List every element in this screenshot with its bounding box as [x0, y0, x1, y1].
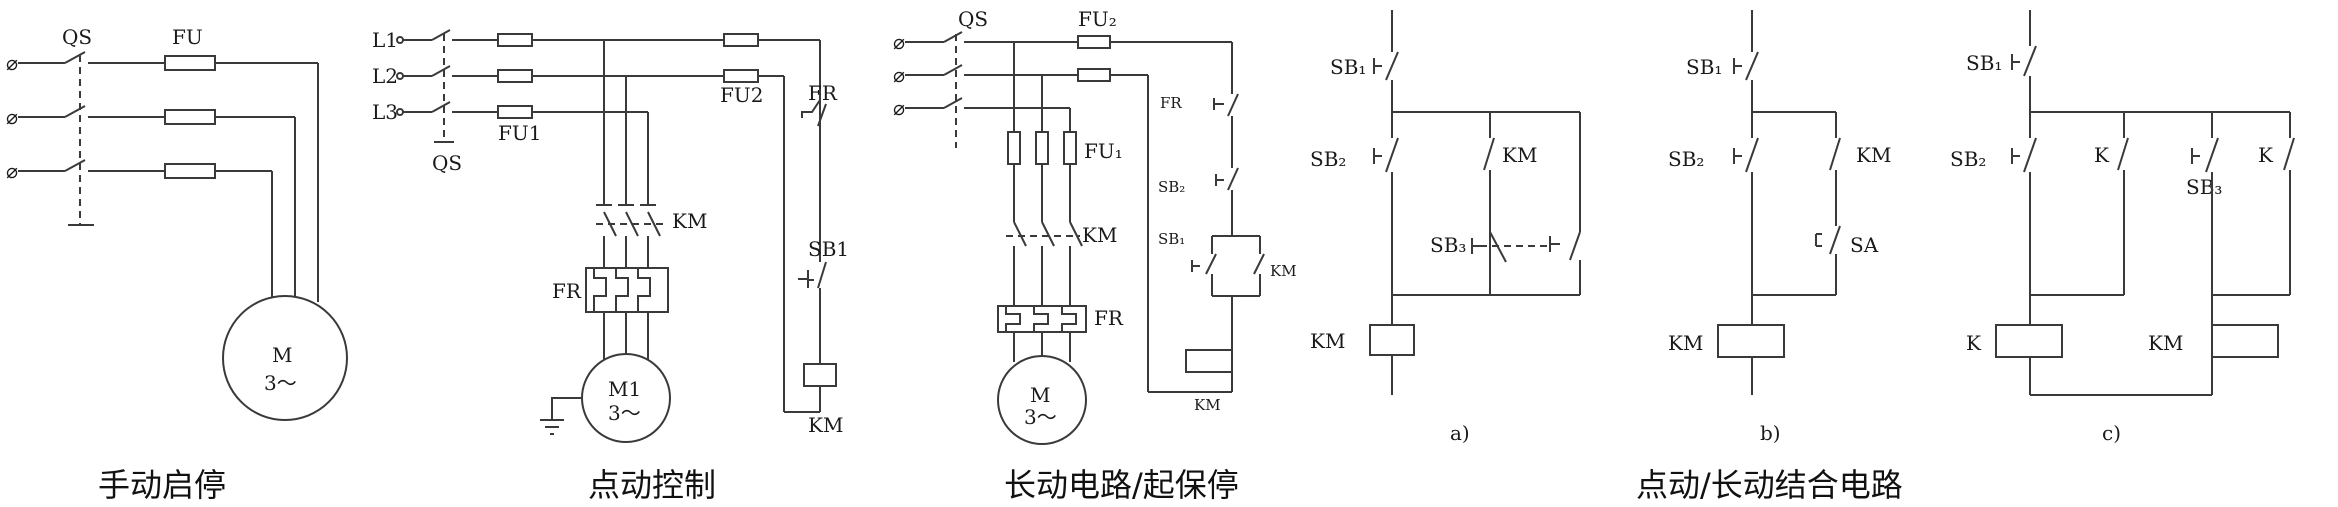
qs-label: QS	[958, 7, 988, 31]
km-coil-label: KM	[1310, 329, 1345, 353]
fu-label: FU	[172, 25, 203, 49]
sb1-label: SB₁	[1158, 230, 1185, 248]
km-main-label: KM	[1082, 223, 1117, 247]
caption-combined: 点动/长动结合电路	[1636, 466, 1903, 504]
fr-main-label: FR	[1094, 306, 1124, 330]
km-aux-label: KM	[1502, 143, 1537, 167]
km-coil-label: KM	[1668, 331, 1703, 355]
subfigure-b-label: b)	[1760, 421, 1781, 445]
fu2-label: FU₂	[1078, 7, 1117, 31]
l3-label: L3	[372, 100, 398, 124]
fr-ctrl-label: FR	[808, 81, 838, 105]
svg-text:⌀: ⌀	[893, 96, 905, 120]
km-main-label: KM	[672, 209, 707, 233]
motor-m-label: M	[272, 343, 292, 367]
sb1-label: SB₁	[1330, 55, 1366, 79]
km-aux-label: KM	[1270, 262, 1297, 280]
combined-circuit-b: SB₁ SB₂ KM SA KM b)	[1668, 10, 1891, 445]
fu1-label: FU₁	[1084, 139, 1123, 163]
l2-label: L2	[372, 64, 398, 88]
subfigure-c-label: c)	[2102, 421, 2121, 445]
motor-phase-label: 3～	[264, 371, 297, 395]
km-coil-label: KM	[2148, 331, 2183, 355]
fu1-label: FU1	[498, 121, 541, 145]
motor-phase-label: 3～	[608, 401, 641, 425]
sb3-label: SB₃	[1430, 233, 1466, 257]
continuous-run-circuit: ⌀ ⌀ ⌀ QS FU₂ FU₁ KM	[893, 7, 1297, 445]
svg-text:⌀: ⌀	[893, 63, 905, 87]
sb3-label: SB₃	[2186, 175, 2222, 199]
sb2-label: SB₂	[1310, 147, 1346, 171]
manual-start-stop-circuit: ⌀ ⌀ ⌀ QS FU M 3～	[6, 25, 348, 421]
sb2-label: SB₂	[1158, 178, 1185, 196]
motor-phase-label: 3～	[1024, 405, 1057, 429]
km-aux-label: KM	[1856, 143, 1891, 167]
sb1-label: SB₁	[1966, 51, 2002, 75]
combined-circuit-a: SB₁ SB₂ KM SB₃ KM a)	[1310, 10, 1581, 445]
combined-circuit-c: SB₁ SB₂ K SB₃ K K KM c)	[1950, 10, 2295, 445]
qs-label: QS	[432, 151, 462, 175]
jog-control-circuit: L1 L2 L3 QS FU1 FU2	[372, 28, 849, 443]
caption-manual: 手动启停	[98, 466, 226, 504]
svg-text:⌀: ⌀	[6, 105, 18, 129]
fu2-label: FU2	[720, 83, 763, 107]
caption-jog: 点动控制	[588, 466, 716, 504]
sa-label: SA	[1850, 233, 1879, 257]
sb1-label: SB₁	[1686, 55, 1722, 79]
subfigure-a-label: a)	[1450, 421, 1470, 445]
km-coil-label: KM	[808, 413, 843, 437]
svg-text:⌀: ⌀	[6, 159, 18, 183]
svg-text:⌀: ⌀	[893, 30, 905, 54]
motor-m-label: M	[1030, 383, 1050, 407]
qs-label: QS	[62, 25, 92, 49]
km-coil-label: KM	[1194, 396, 1221, 414]
motor-m1-label: M1	[608, 377, 641, 401]
svg-text:⌀: ⌀	[6, 51, 18, 75]
l1-label: L1	[372, 28, 398, 52]
motor-symbol	[222, 295, 348, 421]
k-contact-label-1: K	[2094, 143, 2110, 167]
sb1-label: SB1	[808, 237, 849, 261]
sb2-label: SB₂	[1668, 147, 1704, 171]
k-coil-label: K	[1966, 331, 1982, 355]
caption-continuous: 长动电路/起保停	[1004, 466, 1239, 504]
k-contact-label-2: K	[2258, 143, 2274, 167]
fr-main-label: FR	[552, 279, 582, 303]
fr-ctrl-label: FR	[1160, 94, 1182, 112]
sb2-label: SB₂	[1950, 147, 1986, 171]
